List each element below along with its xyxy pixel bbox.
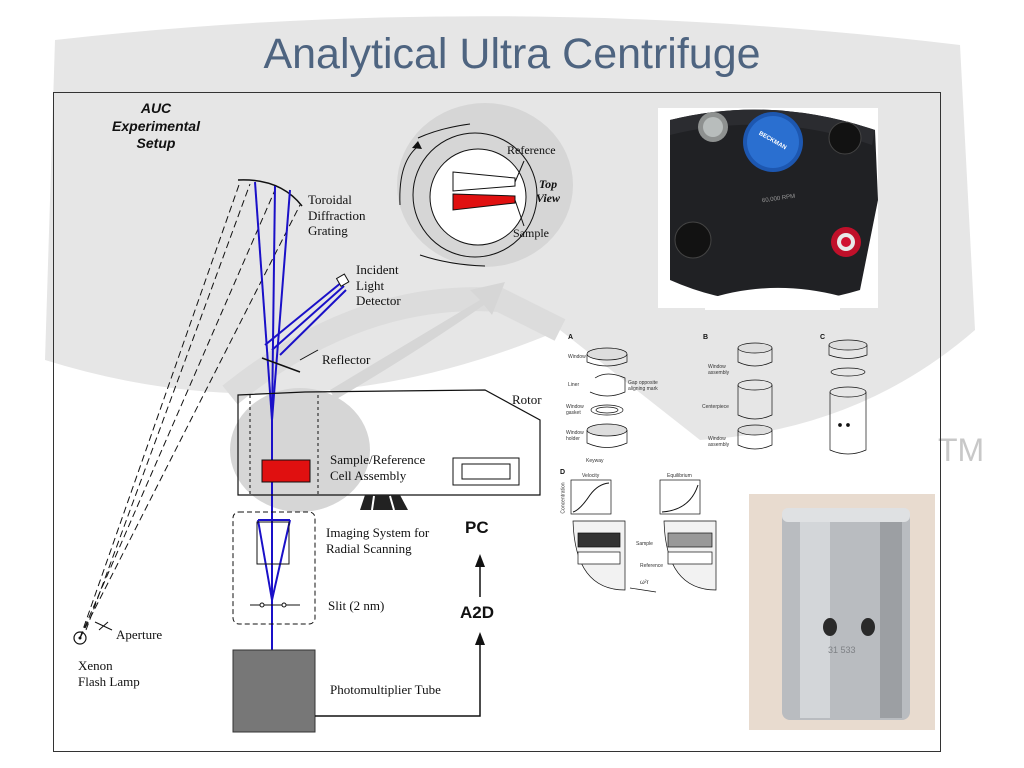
light-beam [254, 181, 347, 652]
lamp-label-line1: Xenon [78, 658, 113, 673]
rotor-outline [237, 389, 541, 496]
a-holder-label-2: holder [566, 436, 580, 442]
detector-icon [335, 273, 350, 288]
cell-housing-photo [749, 494, 935, 730]
b-window-label-4: assembly [708, 442, 730, 448]
sample-cell [261, 459, 311, 483]
a-window-label: Window [568, 354, 586, 360]
source-rays [79, 181, 301, 639]
top-view-sample [452, 193, 516, 211]
watermark-text: TM [938, 432, 985, 468]
photomultiplier-tube [232, 649, 316, 733]
aperture-label: Aperture [116, 627, 163, 642]
d-concentration-label: Concentration [560, 482, 567, 514]
figure-frame [53, 92, 941, 752]
slit-label: Slit (2 nm) [328, 598, 385, 613]
panel-d-label: D [560, 469, 566, 476]
rotor-label: Rotor [512, 392, 542, 407]
b-centerpiece-label: Centerpiece [702, 404, 729, 410]
a2d-label: A2D [460, 603, 495, 622]
top-view-caption-line2: View [536, 191, 561, 206]
b-window-label-3: Window [708, 436, 726, 442]
cell-assembly-bubble [230, 388, 370, 512]
lamp-label-line2: Flash Lamp [78, 673, 140, 689]
xenon-lamp-icon [73, 631, 87, 645]
cell-parts-figure [570, 339, 868, 593]
top-view-reference [452, 171, 516, 192]
grating-arc [237, 179, 303, 207]
top-view-rotor [412, 132, 538, 258]
signal-wire [315, 640, 481, 717]
rotor-drive [360, 495, 408, 510]
panel-c-label: C [820, 334, 826, 341]
setup-heading-line1: AUC [140, 100, 172, 116]
a-gap-label-2: aligning mark [628, 386, 658, 392]
grating-label-line2: Diffraction [308, 207, 366, 223]
top-view-caption: Top View [536, 177, 560, 206]
d-equilibrium-label: Equilibrium [667, 473, 692, 479]
grating-label-line1: Toroidal [308, 192, 352, 207]
detector-label-line1: Incident [356, 262, 399, 277]
reflector-label: Reflector [322, 352, 371, 367]
cell-assembly-line1: Sample/Reference [330, 452, 426, 467]
pc-label: PC [465, 518, 489, 537]
a-gasket-label: Window [566, 404, 584, 410]
d-reference-label: Reference [640, 563, 664, 569]
d-omega-label: ω²r [640, 580, 649, 586]
cell-assembly-line2: Cell Assembly [330, 467, 407, 483]
b-window-label-2: assembly [708, 370, 730, 376]
slide-title: Analytical Ultra Centrifuge [263, 30, 761, 78]
imaging-box [232, 511, 316, 625]
a-liner-label: Liner [568, 382, 580, 388]
rotor-photo [658, 108, 878, 310]
b-window-label: Window [708, 364, 726, 370]
imaging-label-line2: Radial Scanning [326, 540, 412, 556]
detector-label: Incident Light Detector [356, 262, 401, 309]
top-view-caption-line1: Top [538, 177, 558, 191]
grating-label-line3: Grating [308, 223, 348, 239]
d-velocity-label: Velocity [582, 473, 600, 479]
lamp-label: Xenon Flash Lamp [78, 658, 140, 689]
detector-label-line2: Light [356, 277, 385, 293]
top-view-sample-label: Sample [513, 226, 549, 240]
imaging-label-line1: Imaging System for [326, 525, 430, 540]
a-keyway-label: Keyway [586, 458, 604, 464]
cell-assembly-label: Sample/Reference Cell Assembly [330, 452, 425, 483]
grating-label: Toroidal Diffraction Grating [308, 192, 366, 239]
pmt-label: Photomultiplier Tube [330, 682, 441, 697]
setup-heading: AUC Experimental Setup [96, 100, 216, 153]
top-view-reference-label: Reference [507, 143, 556, 157]
d-sample-label: Sample [636, 541, 653, 547]
panel-a-label: A [568, 334, 574, 341]
imaging-label: Imaging System for Radial Scanning [326, 525, 429, 556]
detector-label-line3: Detector [356, 293, 401, 309]
setup-heading-line3: Setup [136, 135, 176, 151]
a-holder-label: Window [566, 430, 584, 436]
panel-b-label: B [703, 334, 709, 341]
a-gasket-label-2: gasket [566, 410, 581, 416]
cell-engraving: 31 533 [828, 645, 856, 655]
reflector-plate [261, 357, 301, 373]
callout-arrow [330, 282, 505, 400]
a-gap-label: Gap opposite [628, 380, 658, 386]
setup-heading-line2: Experimental [112, 117, 200, 134]
